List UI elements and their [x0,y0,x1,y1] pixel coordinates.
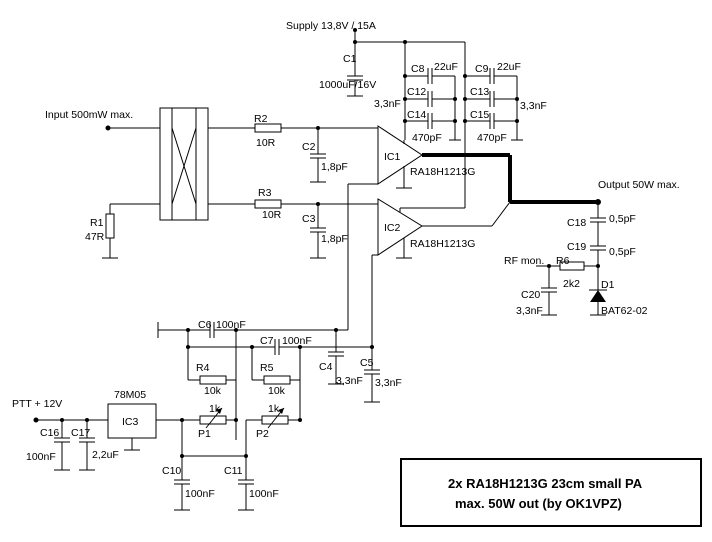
value-c20: 3,3nF [516,305,543,317]
value-c9: 22uF [497,61,521,73]
value-c12: 3,3nF [374,98,401,110]
title-box [400,458,702,527]
output-combiner [422,153,601,227]
label-c13: C13 [470,86,489,98]
capacitor-c1 [347,75,363,97]
value-r6: 2k2 [563,278,580,290]
label-ic3: IC3 [122,416,139,428]
label-ic1: IC1 [384,151,401,163]
label-c15: C15 [470,109,489,121]
title-line-1: 2x RA18H1213G 23cm small PA [448,476,643,491]
label-c6: C6 [198,319,212,331]
value-c2: 1,8pF [321,161,348,173]
regulator-section [33,403,182,471]
value-r5: 10k [268,385,286,397]
value-c3: 1,8pF [321,233,348,245]
value-r3: 10R [262,209,282,221]
label-c3: C3 [302,213,316,225]
title-line-2: max. 50W out (by OK1VPZ) [455,496,622,511]
value-c6: 100nF [216,319,246,331]
label-d1: D1 [601,279,615,291]
value-c18: 0,5pF [609,213,636,225]
value-c14: 470pF [412,132,442,144]
label-c9: C9 [475,63,489,75]
label-c10: C10 [162,465,181,477]
value-c15: 470pF [477,132,507,144]
value-r2: 10R [256,137,276,149]
value-ic3: 78M05 [114,389,146,401]
decoupling-caps [403,68,523,141]
label-ic2: IC2 [384,222,401,234]
value-ic1: RA18H1213G [410,166,475,178]
value-ic2: RA18H1213G [410,238,475,250]
label-p2: P2 [256,428,269,440]
supply-label: Supply 13,8V / 15A [286,20,376,32]
value-c8: 22uF [434,61,458,73]
hybrid-splitter [108,107,255,221]
value-d1: BAT62-02 [601,305,648,317]
label-c18: C18 [567,217,586,229]
label-c1: C1 [343,53,357,65]
value-c11: 100nF [249,488,279,500]
value-r1: 47R [85,231,105,243]
label-c20: C20 [521,289,540,301]
label-r6: R6 [556,255,570,267]
value-c1: 1000uF/16V [319,79,376,91]
label-r5: R5 [260,362,274,374]
label-c17: C17 [71,427,90,439]
capacitor-c3 [310,204,326,259]
amplifier-ic2 [377,140,466,259]
value-c16: 100nF [26,451,56,463]
value-p1: 1k [209,403,221,415]
value-r4: 10k [204,385,222,397]
value-c7: 100nF [282,335,312,347]
amplifier-ic1 [377,42,423,189]
label-c11: C11 [224,465,243,477]
capacitor-c2 [310,128,326,183]
label-c8: C8 [411,63,425,75]
output-label: Output 50W max. [598,179,680,191]
resistor-r1 [102,204,118,259]
value-c10: 100nF [185,488,215,500]
value-c4: 3,3nF [336,375,363,387]
sampler-caps [590,202,606,268]
label-r1: R1 [90,217,104,229]
label-c12: C12 [407,86,426,98]
label-r3: R3 [258,187,272,199]
rfmon-label: RF mon. [504,255,544,267]
label-p1: P1 [198,428,211,440]
resistor-r3 [254,199,378,209]
label-c7: C7 [260,335,274,347]
value-c19: 0,5pF [609,246,636,258]
resistor-r2 [254,123,378,133]
label-c16: C16 [40,427,59,439]
value-c17: 2,2uF [92,449,119,461]
rf-monitor [536,261,607,316]
label-r4: R4 [196,362,210,374]
ptt-label: PTT + 12V [12,398,62,410]
value-p2: 1k [268,403,280,415]
label-c5: C5 [360,357,374,369]
value-c5: 3,3nF [375,377,402,389]
label-c14: C14 [407,109,426,121]
label-c2: C2 [302,141,316,153]
input-label: Input 500mW max. [45,109,133,121]
label-r2: R2 [254,113,268,125]
value-c13: 3,3nF [520,100,547,112]
label-c19: C19 [567,241,586,253]
label-c4: C4 [319,361,333,373]
